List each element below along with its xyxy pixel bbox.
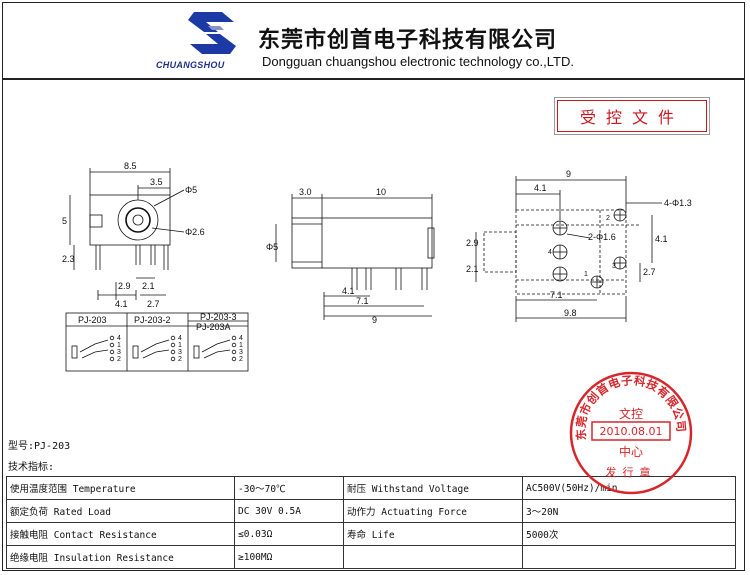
table-row: 使用温度范围 Temperature -30～70℃ 耐压 Withstand … — [6, 476, 736, 500]
pcb-layout-view — [483, 209, 640, 295]
controlled-document-stamp: 受控文件 — [554, 97, 710, 135]
front-dim-3: Φ5 — [185, 185, 197, 195]
front-dim-2: 3.5 — [150, 177, 163, 187]
front-inner-ring — [125, 207, 151, 233]
company-name-chinese: 东莞市创首电子科技有限公司 — [258, 28, 558, 53]
pcb-pin-4: 4 — [548, 249, 552, 256]
seal-line-3: 发行章 — [606, 465, 657, 479]
schematic-header-2: PJ-203-2 — [134, 315, 171, 325]
schematic-header-3: PJ-203-3 — [200, 312, 237, 322]
spec-title: 技术指标: — [8, 462, 55, 473]
spec-value: 3～20N — [522, 499, 736, 523]
red-seal-stamp: 东莞市创首电子科技有限公司 文控 2010.08.01 中心 发行章 — [569, 371, 693, 495]
side-dim-4: 4.1 — [342, 286, 355, 296]
spec-label: 额定负荷 Rated Load — [6, 499, 235, 523]
logo-wordmark: CHUANGSHOU — [156, 60, 225, 70]
schematic-pin-10: 1 — [239, 342, 243, 349]
schematic-header-4: PJ-203A — [196, 322, 231, 332]
spec-label: 绝缘电阻 Insulation Resistance — [6, 545, 235, 569]
spec-label: 动作力 Actuating Force — [343, 499, 523, 523]
side-dim-5: 7.1 — [356, 296, 369, 306]
pcb-dim-8: 2.7 — [643, 267, 656, 277]
schematic-pin-3: 3 — [117, 349, 121, 356]
spec-table: 使用温度范围 Temperature -30～70℃ 耐压 Withstand … — [6, 476, 736, 569]
front-dim-9: 4.1 — [115, 299, 128, 309]
front-dim-8: 2.1 — [142, 281, 155, 291]
schematic-pin-9: 4 — [239, 335, 243, 342]
table-row: 绝缘电阻 Insulation Resistance ≥100MΩ — [6, 545, 736, 569]
pcb-outline — [515, 209, 627, 295]
side-dim-6: 9 — [372, 315, 377, 325]
schematic-pin-6: 1 — [178, 342, 182, 349]
schematic-pin-8: 2 — [178, 356, 182, 363]
schematic-pin-11: 3 — [239, 349, 243, 356]
spec-label — [343, 545, 523, 569]
model-label: 型号:PJ-203 — [8, 441, 71, 452]
front-tab — [89, 214, 103, 228]
schematic-cell-2 — [132, 335, 176, 362]
front-dim-10: 2.7 — [147, 299, 160, 309]
seal-date: 2010.08.01 — [600, 425, 663, 438]
front-dim-4: Φ2.6 — [185, 227, 205, 237]
front-dim-5: 5 — [62, 216, 67, 226]
schematic-table: PJ-203 PJ-203-2 PJ-203-3 PJ-203A 4 1 3 2… — [65, 312, 249, 372]
pcb-dim-6: 2.1 — [466, 264, 479, 274]
pcb-holes — [552, 208, 627, 289]
spec-label: 耐压 Withstand Voltage — [343, 476, 523, 500]
pcb-dim-5: 2.9 — [466, 238, 479, 248]
company-name-english: Dongguan chuangshou electronic technolog… — [262, 54, 574, 69]
schematic-header-1: PJ-203 — [78, 315, 107, 325]
pcb-dim-4: 2-Φ1.6 — [588, 232, 616, 242]
schematic-cell-1 — [71, 335, 115, 362]
spec-label: 接触电阻 Contact Resistance — [6, 522, 235, 546]
front-view: 8.5 3.5 Φ5 Φ2.6 5 2.3 2.9 2.1 4.1 2.7 — [62, 161, 205, 309]
side-dim-1: 3.0 — [299, 187, 312, 197]
spec-value: -30～70℃ — [234, 476, 344, 500]
front-dim-7: 2.9 — [118, 281, 131, 291]
pcb-dim-3: 4-Φ1.3 — [664, 198, 692, 208]
schematic-pin-2: 1 — [117, 342, 121, 349]
spec-label: 使用温度范围 Temperature — [6, 476, 235, 500]
side-dim-3: Φ5 — [266, 242, 278, 252]
company-logo-icon — [188, 12, 236, 54]
header-divider — [2, 78, 745, 80]
spec-value: ≤0.03Ω — [234, 522, 344, 546]
seal-line-1: 文控 — [619, 406, 643, 421]
table-row: 接触电阻 Contact Resistance ≤0.03Ω 寿命 Life 5… — [6, 522, 736, 546]
pcb-dim-1: 9 — [566, 169, 571, 179]
front-dim-1: 8.5 — [124, 161, 137, 171]
schematic-pin-5: 4 — [178, 335, 182, 342]
side-dim-2: 10 — [376, 187, 386, 197]
front-dim-6: 2.3 — [62, 254, 75, 264]
pcb-pin-1: 1 — [584, 271, 588, 278]
schematic-pin-7: 3 — [178, 349, 182, 356]
pcb-pin-2: 2 — [606, 215, 610, 222]
spec-value: ≥100MΩ — [234, 545, 344, 569]
pcb-pin-3: 3 — [612, 263, 616, 270]
spec-value: 5000次 — [522, 522, 736, 546]
spec-label: 寿命 Life — [343, 522, 523, 546]
pcb-dimensions: 9 4.1 4-Φ1.3 2-Φ1.6 2.9 2.1 4.1 2.7 7.1 … — [466, 169, 692, 322]
schematic-pin-1: 4 — [117, 335, 121, 342]
schematic-pin-12: 2 — [239, 356, 243, 363]
spec-value: DC 30V 0.5A — [234, 499, 344, 523]
seal-line-2: 中心 — [619, 444, 643, 459]
front-hole — [132, 214, 144, 226]
side-body — [291, 217, 433, 269]
table-row: 额定负荷 Rated Load DC 30V 0.5A 动作力 Actuatin… — [6, 499, 736, 523]
front-outer-ring — [117, 199, 159, 241]
schematic-pin-4: 2 — [117, 356, 121, 363]
pcb-dim-9: 7.1 — [550, 290, 563, 300]
side-view: 3.0 10 Φ5 4.1 7.1 9 — [266, 187, 435, 325]
pcb-dim-2: 4.1 — [534, 183, 547, 193]
pcb-dim-10: 9.8 — [564, 308, 577, 318]
pcb-dim-7: 4.1 — [655, 234, 668, 244]
spec-value — [522, 545, 736, 569]
schematic-cell-3 — [193, 335, 237, 362]
